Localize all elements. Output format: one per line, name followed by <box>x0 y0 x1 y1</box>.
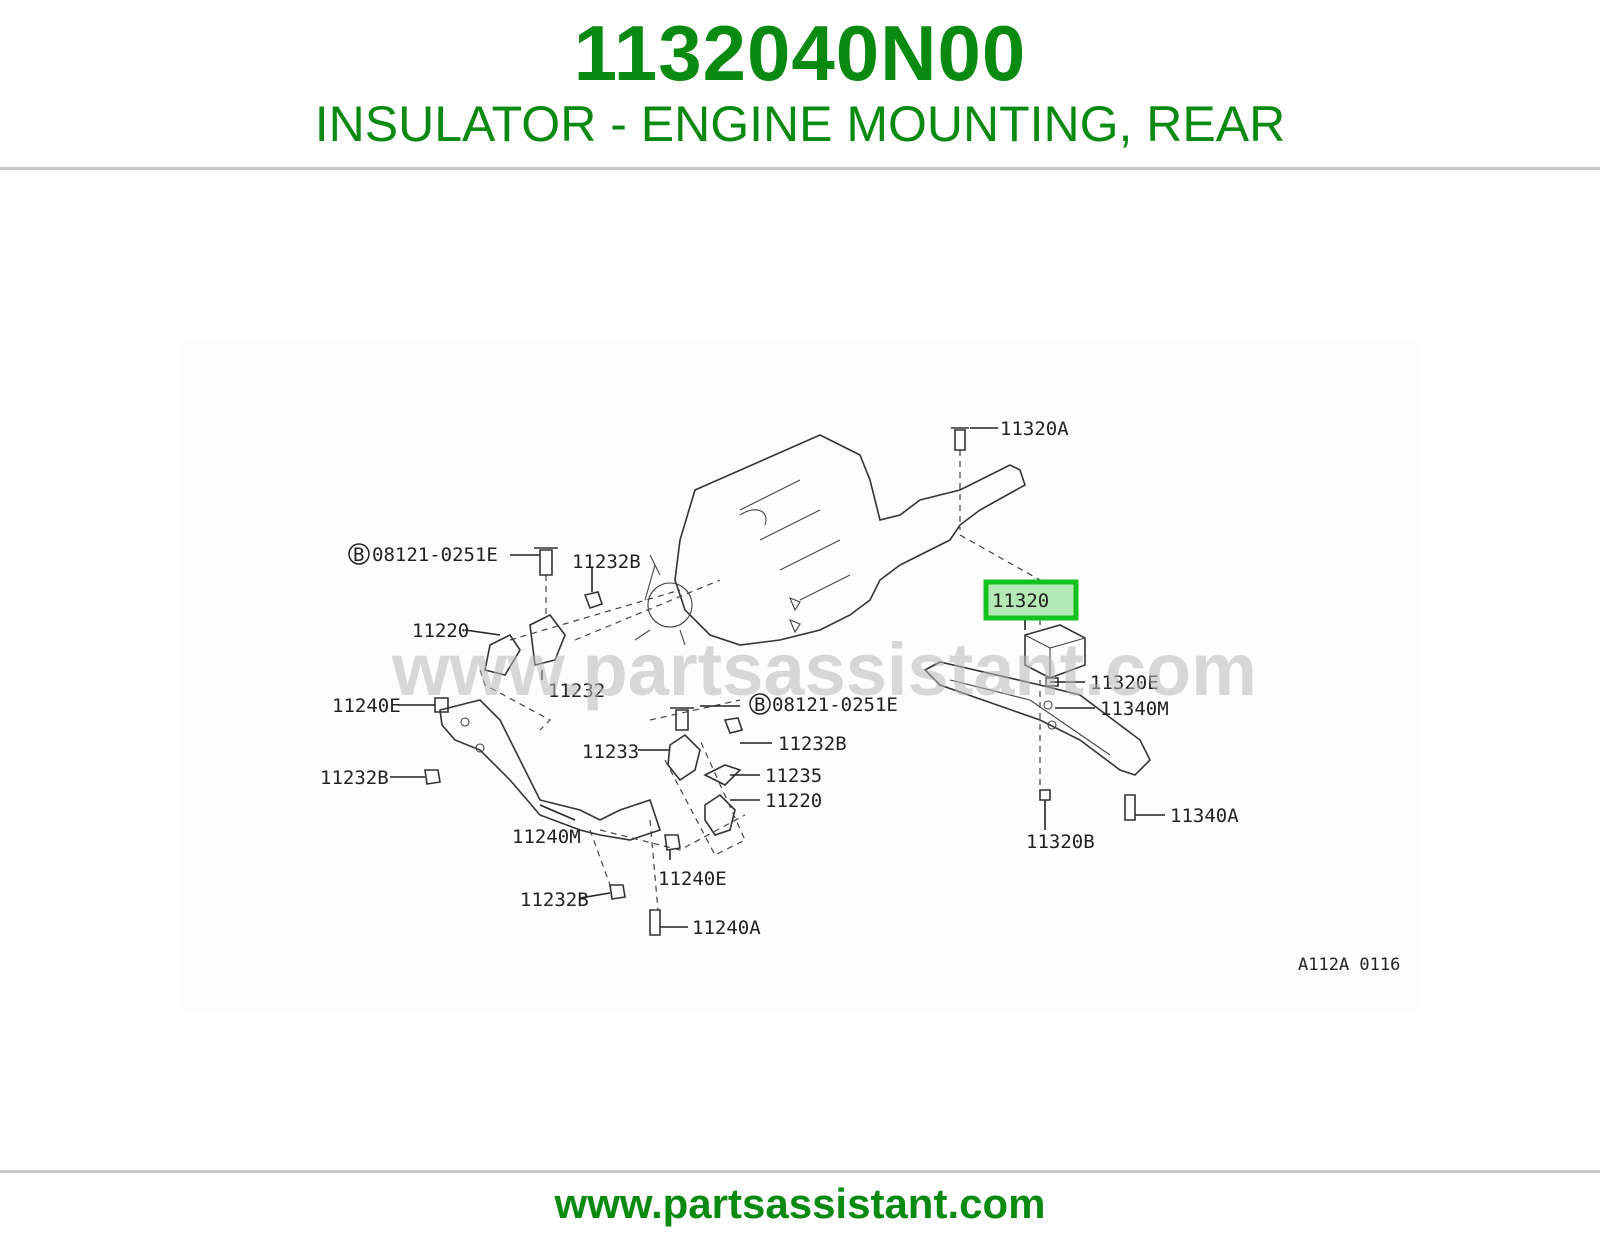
callout-11240a[interactable]: 11240A <box>692 917 761 939</box>
diagram-canvas: B B 11320 11320A 08121-0251E 11232B 1122… <box>320 418 1400 975</box>
callout-08121-0251e-right[interactable]: 08121-0251E <box>772 694 898 716</box>
callout-11220-left[interactable]: 11220 <box>412 620 469 642</box>
bolt-marker-2: B <box>749 693 771 716</box>
callout-11232b-top[interactable]: 11232B <box>572 551 641 573</box>
callout-11232b-right[interactable]: 11232B <box>778 733 847 755</box>
callout-11320[interactable]: 11320 <box>992 590 1049 612</box>
parts-diagram: B B 11320 11320A 08121-0251E 11232B 1122… <box>180 340 1420 1010</box>
highlighted-part-box[interactable] <box>983 579 1079 621</box>
callout-11340a[interactable]: 11340A <box>1170 805 1239 827</box>
callout-11240e-left[interactable]: 11240E <box>332 695 401 717</box>
callout-11233[interactable]: 11233 <box>582 741 639 763</box>
footer-divider <box>0 1170 1600 1173</box>
engine-assembly <box>634 434 1026 646</box>
part-name-subtitle: INSULATOR - ENGINE MOUNTING, REAR <box>314 96 1286 152</box>
header-divider <box>0 167 1600 170</box>
callout-08121-0251e-left[interactable]: 08121-0251E <box>372 544 498 566</box>
callout-11240m[interactable]: 11240M <box>512 826 581 848</box>
callout-11220-right[interactable]: 11220 <box>765 790 822 812</box>
footer-site-link[interactable]: www.partsassistant.com <box>554 1180 1046 1227</box>
callout-11320a[interactable]: 11320A <box>1000 418 1069 440</box>
bolt-marker-letter: B <box>754 694 765 716</box>
callout-11240e-bottom[interactable]: 11240E <box>658 868 727 890</box>
front-mount-left-group <box>424 547 746 936</box>
callout-11340m[interactable]: 11340M <box>1100 698 1169 720</box>
page-header: 1132040N00 INSULATOR - ENGINE MOUNTING, … <box>0 0 1600 168</box>
leader-lines <box>390 427 1165 928</box>
bolt-marker-letter: B <box>353 544 364 566</box>
callout-11232b-left[interactable]: 11232B <box>320 767 389 789</box>
callout-11320b[interactable]: 11320B <box>1026 831 1095 853</box>
watermark-text: www.partsassistant.com <box>391 628 1257 711</box>
callout-11235[interactable]: 11235 <box>765 765 822 787</box>
front-mount-right-group <box>649 699 746 856</box>
bolt-marker-1: B <box>348 543 370 566</box>
diagram-reference-code: A112A 0116 <box>1298 955 1400 975</box>
part-number-title: 1132040N00 <box>573 9 1027 97</box>
callout-11232[interactable]: 11232 <box>548 680 605 702</box>
callout-11232b-bottom[interactable]: 11232B <box>520 889 589 911</box>
rear-mount-group <box>923 427 1151 821</box>
callout-11320e[interactable]: 11320E <box>1090 672 1159 694</box>
